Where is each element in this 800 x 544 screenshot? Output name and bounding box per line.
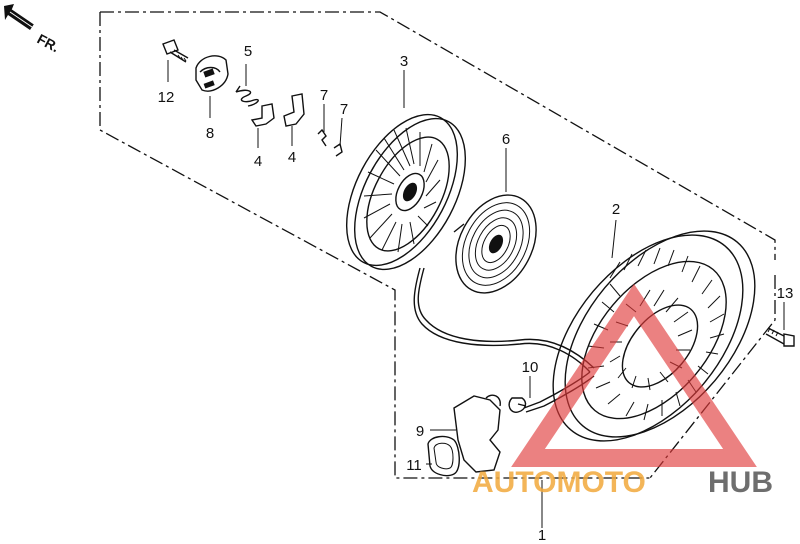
callout-11: 11	[406, 457, 422, 474]
callout-4-right: 4	[288, 149, 296, 166]
callout-4-left: 4	[254, 153, 262, 170]
callout-10: 10	[522, 359, 539, 376]
part-8-ratchet-guide	[195, 55, 229, 92]
callout-1: 1	[538, 527, 546, 544]
watermark-logo: AUTOMOTO HUB	[472, 283, 773, 499]
part-10-rope-clip	[508, 397, 527, 413]
part-5-friction-spring	[235, 85, 259, 107]
part-3-recoil-reel	[345, 113, 467, 271]
callout-7-left: 7	[320, 87, 328, 104]
part-7-ratchet-spring-left	[317, 128, 327, 147]
front-direction-label: FR.	[35, 31, 62, 56]
callout-5: 5	[244, 43, 252, 60]
callout-12: 12	[158, 89, 175, 106]
part-11-grip-insert	[427, 435, 460, 477]
part-13-flange-bolt	[765, 327, 795, 347]
part-12-flange-bolt	[162, 39, 189, 63]
callout-6: 6	[502, 131, 510, 148]
callout-2: 2	[612, 201, 620, 218]
front-direction-arrow-icon	[4, 4, 35, 30]
callout-labels: 1 2 3 4 4 5 6 7 7 8 9 10 11 12 13	[158, 43, 794, 544]
callout-3: 3	[400, 53, 408, 70]
part-9-starter-grip	[453, 394, 501, 473]
watermark-text-automoto: AUTOMOTO	[472, 466, 646, 499]
callout-13: 13	[777, 285, 794, 302]
callout-8: 8	[206, 125, 214, 142]
part-7-ratchet-spring-right	[333, 142, 343, 157]
part-6-recoil-spiral-spring	[453, 194, 537, 294]
watermark-text-hub: HUB	[708, 466, 773, 499]
watermark-triangle-icon	[511, 283, 757, 467]
callout-7-right: 7	[340, 101, 348, 118]
callout-leaders	[167, 60, 785, 528]
part-4-ratchet-left	[250, 103, 275, 127]
assembly-boundary	[99, 11, 776, 479]
callout-9: 9	[416, 423, 424, 440]
part-4-ratchet-right	[283, 93, 305, 127]
